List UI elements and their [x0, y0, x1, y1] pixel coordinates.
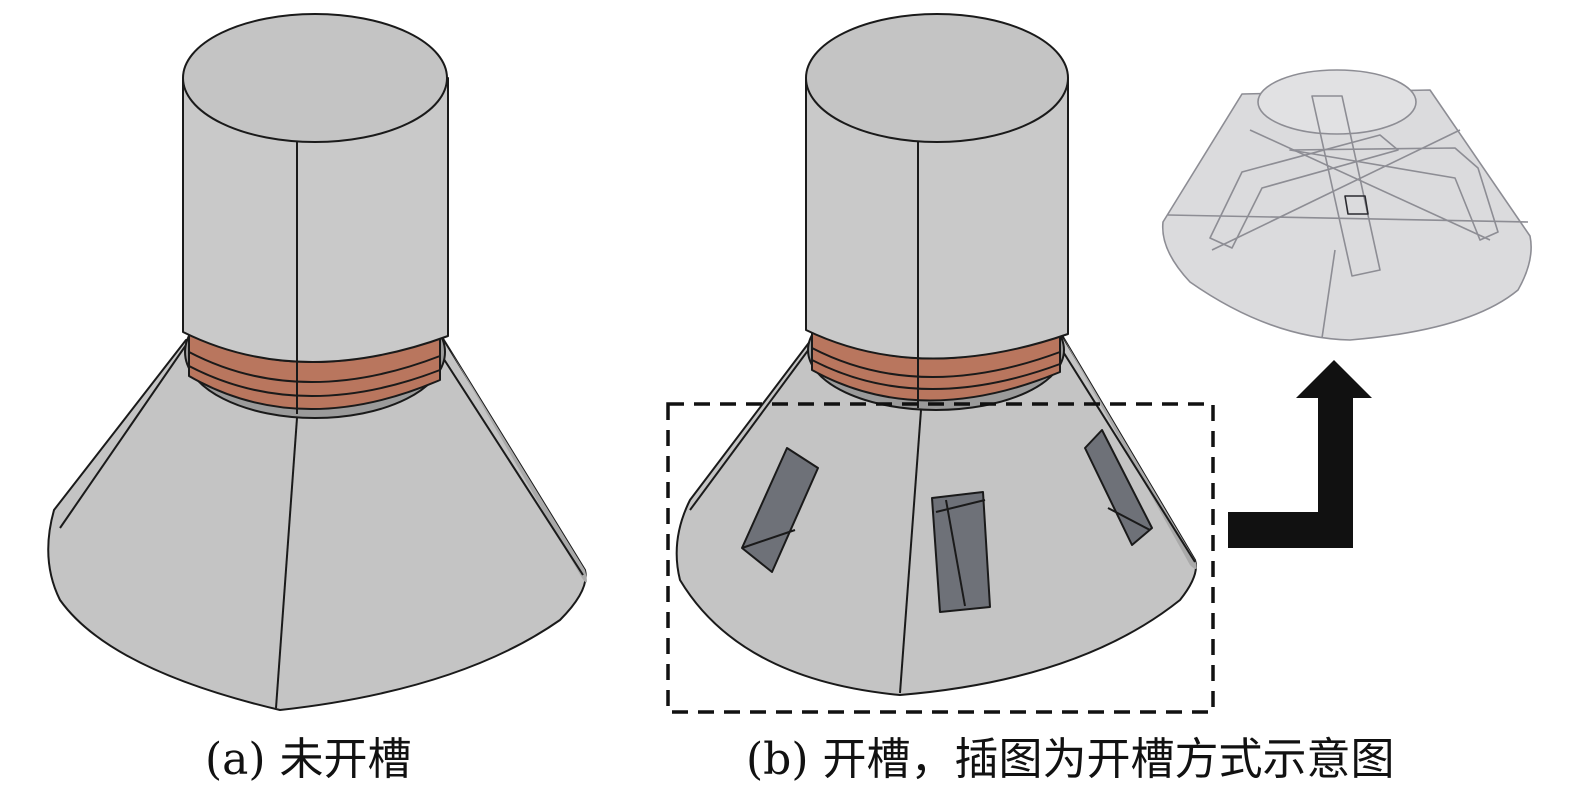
model-a-cone-edge-shade	[442, 337, 587, 583]
model-a-cone-seam-right	[437, 349, 584, 576]
caption-b: (b) 开槽，插图为开槽方式示意图	[746, 734, 1395, 785]
model-a-cone-seam-left	[59, 344, 187, 529]
model-b-cone-seam-left	[689, 344, 813, 511]
inset-seam-front	[1321, 249, 1336, 339]
caption-a: (a) 未开槽	[205, 734, 412, 785]
inset-line-diagonal-1	[1211, 129, 1461, 251]
model-b-slotted	[675, 13, 1197, 696]
inset-line-horizontal	[1167, 214, 1529, 223]
model-b-slot-center-edge-2	[935, 499, 986, 513]
model-b-cone-seam-right	[1061, 349, 1196, 563]
inset-line-diagonal-2	[1249, 129, 1491, 241]
model-a-cylinder	[182, 77, 449, 364]
model-a-cone-seam-front	[275, 417, 298, 709]
model-b-slot-left-edge	[741, 529, 796, 549]
model-a-ring-groove-1	[188, 351, 441, 384]
dashed-highlight-box	[666, 402, 1215, 714]
inset-slot-front	[1311, 95, 1381, 277]
inset-cone-body	[1161, 89, 1532, 341]
model-b-ring-groove-2	[811, 359, 1061, 391]
model-b-slot-right	[1084, 429, 1153, 546]
model-a-cylinder-top	[182, 13, 448, 143]
inset-slot-left	[1209, 134, 1399, 249]
model-b-slot-right-edge	[1107, 507, 1151, 531]
inset-slot-schematic	[1161, 69, 1532, 341]
model-b-ring-groove-1	[811, 347, 1061, 379]
model-b-slot-center-edge-1	[945, 499, 966, 607]
model-a-unslotted	[47, 13, 587, 711]
model-b-cylinder-top	[805, 13, 1069, 143]
inset-slot-center	[1344, 195, 1369, 215]
model-a-cone	[47, 336, 587, 711]
model-b-cylinder	[805, 77, 1069, 360]
model-b-slot-center	[931, 491, 991, 613]
inset-slot-right	[1289, 147, 1499, 241]
inset-top-face	[1257, 69, 1417, 135]
model-b-cone-seam-front	[899, 409, 922, 694]
callout-arrow	[1228, 360, 1372, 548]
model-a-ring-groove-2	[188, 365, 441, 398]
